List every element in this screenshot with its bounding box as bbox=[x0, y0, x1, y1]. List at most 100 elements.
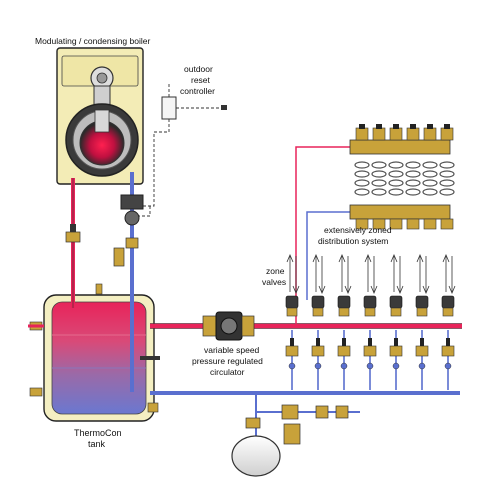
tubing-coil bbox=[388, 170, 404, 178]
zone-return-arrow bbox=[448, 285, 456, 295]
tubing-coil bbox=[405, 170, 421, 178]
tubing-coil bbox=[439, 170, 455, 178]
outdoor-reset-controller bbox=[134, 82, 227, 217]
zone-return-arrow bbox=[292, 285, 300, 295]
manifold-bottom-valve bbox=[423, 218, 437, 230]
tubing-coil bbox=[422, 161, 438, 169]
tubing-coil bbox=[422, 188, 438, 196]
zone-return-arrow bbox=[370, 285, 378, 295]
zoned-system-label-1: extensively zoned bbox=[324, 225, 392, 235]
distribution-manifolds bbox=[295, 139, 451, 326]
zone-supply-arrow bbox=[442, 253, 450, 263]
zone-supply-arrow bbox=[416, 253, 424, 263]
manifold-top-valve bbox=[423, 127, 437, 141]
zone-valve-body bbox=[442, 307, 454, 317]
zone-valve-body bbox=[364, 307, 376, 317]
manifold-top-valve bbox=[355, 127, 369, 141]
zone-supply-arrow bbox=[390, 253, 398, 263]
boiler bbox=[56, 47, 144, 185]
zone-supply-arrow bbox=[338, 253, 346, 263]
tubing-coil bbox=[371, 179, 387, 187]
tubing-coil bbox=[354, 188, 370, 196]
zone-supply-arrow bbox=[364, 253, 372, 263]
zone-union bbox=[392, 362, 400, 370]
zone-valve-body bbox=[390, 307, 402, 317]
tubing-coil bbox=[439, 179, 455, 187]
circulator-label-3: circulator bbox=[210, 367, 245, 377]
manifold-top-valve bbox=[372, 127, 386, 141]
variable-speed-circulator bbox=[202, 311, 255, 341]
tubing-coil bbox=[354, 170, 370, 178]
manifold-top-valve-cap bbox=[427, 124, 433, 129]
zone-valve-actuator bbox=[337, 295, 351, 309]
manifold-top-valve bbox=[440, 127, 454, 141]
expansion-fill-assembly bbox=[231, 393, 360, 477]
manifold-top-valve bbox=[406, 127, 420, 141]
manifold-top-valve bbox=[389, 127, 403, 141]
zone-valve-actuator bbox=[441, 295, 455, 309]
manifold-bottom-valve bbox=[355, 218, 369, 230]
thermocon-tank bbox=[29, 283, 160, 422]
tubing-coil bbox=[371, 188, 387, 196]
headers bbox=[28, 323, 462, 395]
tubing-coil bbox=[354, 179, 370, 187]
expansion-tank bbox=[231, 435, 281, 477]
tank-label-2: tank bbox=[88, 439, 106, 449]
manifold-top-valve-cap bbox=[444, 124, 450, 129]
zone-supply-arrow bbox=[286, 253, 294, 263]
circulator-label-1: variable speed bbox=[204, 345, 260, 355]
manifold-bottom-valve bbox=[372, 218, 386, 230]
zone-balancing-valve bbox=[285, 345, 299, 357]
zone-balancing-handle bbox=[368, 338, 372, 346]
tubing-coil bbox=[371, 161, 387, 169]
tubing-coil bbox=[405, 188, 421, 196]
manifold-top-valve-cap bbox=[359, 124, 365, 129]
outdoor-reset-label-3: controller bbox=[180, 86, 215, 96]
tubing-coil bbox=[422, 179, 438, 187]
zone-return-arrow bbox=[344, 285, 352, 295]
zone-return-arrow bbox=[396, 285, 404, 295]
zone-branch-set bbox=[285, 253, 456, 390]
zone-balancing-valve bbox=[389, 345, 403, 357]
zone-balancing-handle bbox=[316, 338, 320, 346]
zone-valve-actuator bbox=[285, 295, 299, 309]
zone-valve-actuator bbox=[311, 295, 325, 309]
zone-valve-body bbox=[338, 307, 350, 317]
tubing-coil bbox=[388, 188, 404, 196]
zone-balancing-valve bbox=[441, 345, 455, 357]
zone-union bbox=[418, 362, 426, 370]
tubing-coil bbox=[405, 179, 421, 187]
zone-valves-label-1: zone bbox=[266, 266, 285, 276]
zone-balancing-handle bbox=[446, 338, 450, 346]
zone-valve-actuator bbox=[415, 295, 429, 309]
zone-union bbox=[444, 362, 452, 370]
tubing-coil bbox=[405, 161, 421, 169]
zone-balancing-handle bbox=[290, 338, 294, 346]
zone-union bbox=[288, 362, 296, 370]
zone-union bbox=[366, 362, 374, 370]
zoned-system-label-2: distribution system bbox=[318, 236, 388, 246]
boiler-tank-piping bbox=[65, 172, 144, 392]
zone-balancing-valve bbox=[311, 345, 325, 357]
tubing-coil bbox=[439, 188, 455, 196]
manifold-top-valve-cap bbox=[410, 124, 416, 129]
zone-union bbox=[340, 362, 348, 370]
manifold-top-valve-cap bbox=[393, 124, 399, 129]
outdoor-reset-label-1: outdoor bbox=[184, 64, 213, 74]
zone-balancing-handle bbox=[342, 338, 346, 346]
zone-return-arrow bbox=[422, 285, 430, 295]
zone-valve-body bbox=[286, 307, 298, 317]
tank-label-1: ThermoCon bbox=[74, 428, 122, 438]
tubing-coil bbox=[422, 170, 438, 178]
zone-valves-label-2: valves bbox=[262, 277, 286, 287]
tubing-coil bbox=[371, 170, 387, 178]
zone-valve-actuator bbox=[363, 295, 377, 309]
zone-valve-body bbox=[416, 307, 428, 317]
manifold-bottom-valve bbox=[440, 218, 454, 230]
zone-union bbox=[314, 362, 322, 370]
zone-valve-actuator bbox=[389, 295, 403, 309]
tubing-coil bbox=[354, 161, 370, 169]
tubing-coil bbox=[388, 179, 404, 187]
